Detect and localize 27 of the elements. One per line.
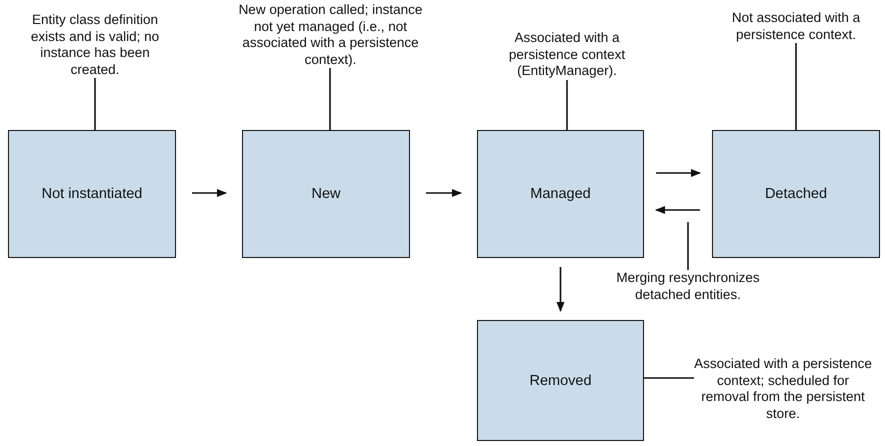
- state-label: Detached: [764, 186, 828, 202]
- state-label: Managed: [530, 186, 591, 202]
- annotation-note: New operation called; instance not yet managed (i.e., not associated with a persistence context).: [228, 2, 433, 68]
- annotation-note: Entity class definition exists and is valid; no instance has been created.: [20, 12, 170, 78]
- state-label: Not instantiated: [42, 186, 142, 202]
- state-box: [477, 320, 644, 441]
- leader-line: [329, 68, 331, 130]
- leader-line: [644, 377, 694, 379]
- state-box: [477, 130, 644, 258]
- transition-arrow: [192, 189, 227, 197]
- state-label: New: [311, 186, 340, 202]
- annotation-note: Associated with a persistence context (EntityManager).: [497, 30, 637, 80]
- leader-line: [687, 222, 689, 270]
- leader-line: [566, 80, 568, 130]
- annotation-note: Merging resynchronizes detached entities.: [603, 270, 773, 303]
- state-label: Removed: [529, 372, 592, 388]
- transition-arrow: [656, 169, 701, 177]
- leader-line: [795, 43, 797, 130]
- annotation-note: Associated with a persistence context; scheduled for removal from the persistent store.: [694, 356, 872, 422]
- transition-arrow: [655, 206, 700, 214]
- annotation-note: Not associated with a persistence context.: [716, 10, 876, 43]
- state-box: [712, 130, 880, 258]
- state-box: [8, 130, 176, 258]
- leader-line: [94, 78, 96, 130]
- state-box: [242, 130, 410, 258]
- transition-arrow: [426, 189, 462, 197]
- transition-arrow: [556, 267, 564, 312]
